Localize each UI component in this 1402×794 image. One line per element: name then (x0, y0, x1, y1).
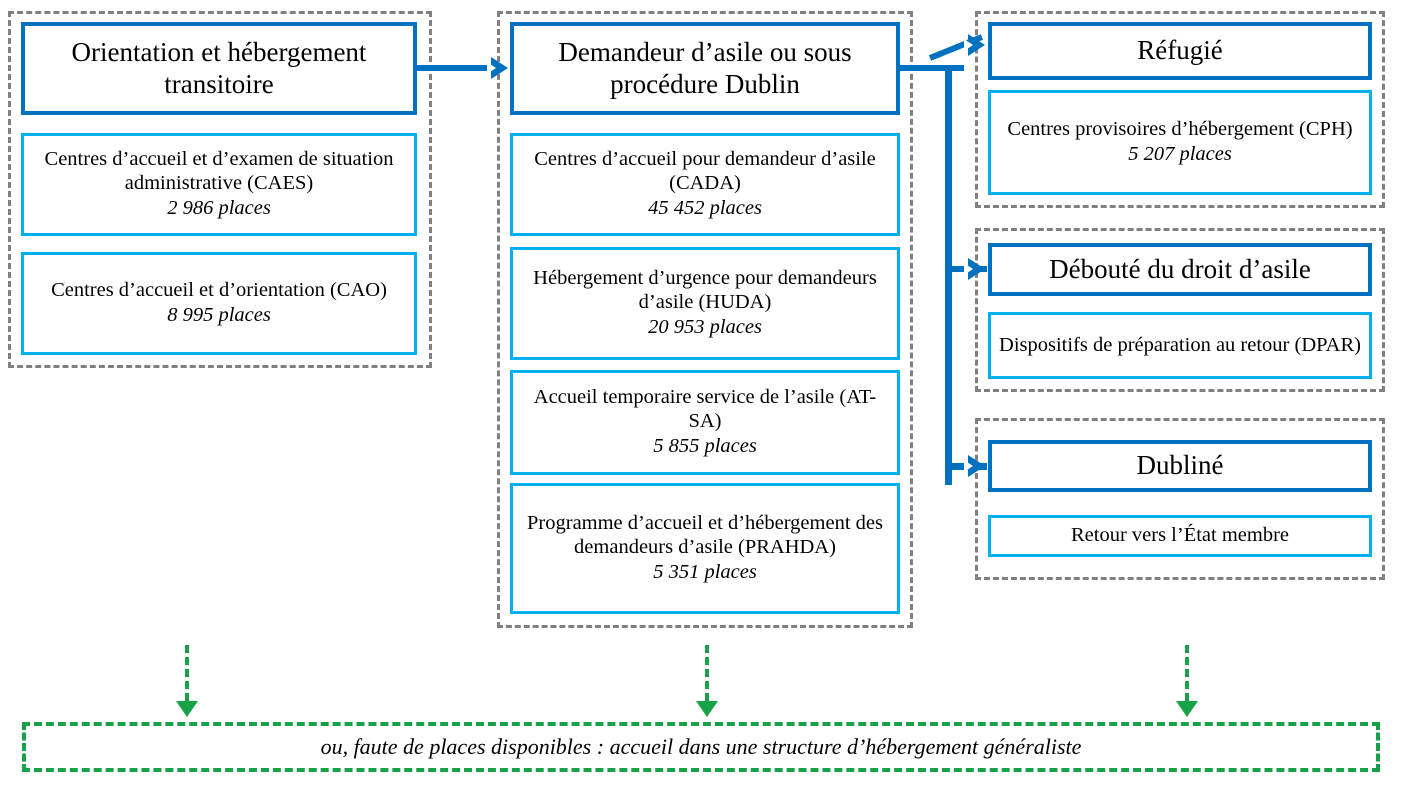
sub-box-prahda-places: 5 351 places (653, 560, 757, 583)
connector-orientation-to-demandeur (417, 65, 495, 71)
header-box-dubline-label: Dubliné (1136, 450, 1224, 481)
green-line-center (705, 645, 709, 701)
green-arrow-right (1176, 701, 1198, 717)
green-line-left (185, 645, 189, 701)
header-box-orientation[interactable]: Orientation et hébergement transitoire (21, 22, 417, 115)
footer-note-box[interactable]: ou, faute de places disponibles : accuei… (22, 722, 1380, 772)
sub-box-caes-places: 2 986 places (167, 196, 271, 219)
sub-box-cao-places: 8 995 places (167, 304, 271, 326)
group-deboute (975, 228, 1385, 392)
group-dubline (975, 418, 1385, 580)
header-box-deboute-label: Débouté du droit d’asile (1049, 253, 1311, 284)
sub-box-cada-label: Centres d’accueil pour demandeur d’asile… (534, 148, 876, 195)
connector-demandeur-stub (900, 65, 964, 71)
sub-box-retour-etat-membre[interactable]: Retour vers l’État membre (988, 515, 1372, 557)
sub-box-atsa-label: Accueil temporaire service de l’asile (A… (533, 386, 877, 433)
sub-box-prahda[interactable]: Programme d’accueil et d’hébergement des… (510, 483, 900, 614)
green-arrow-center (696, 701, 718, 717)
arrownotch-to-deboute (964, 263, 973, 275)
sub-box-cph-places: 5 207 places (1128, 143, 1232, 165)
green-line-right (1185, 645, 1189, 701)
header-box-refugie[interactable]: Réfugié (988, 22, 1372, 80)
group-demandeur (497, 11, 913, 628)
sub-box-dpar-label: Dispositifs de préparation au retour (DP… (999, 333, 1361, 356)
sub-box-cph-label: Centres provisoires d’hébergement (CPH) (1007, 118, 1353, 141)
sub-box-prahda-label: Programme d’accueil et d’hébergement des… (527, 512, 883, 559)
sub-box-cph[interactable]: Centres provisoires d’hébergement (CPH) … (988, 90, 1372, 195)
sub-box-huda-label: Hébergement d’urgence pour demandeurs d’… (533, 267, 877, 314)
sub-box-huda-places: 20 953 places (648, 315, 762, 338)
sub-box-huda[interactable]: Hébergement d’urgence pour demandeurs d’… (510, 247, 900, 360)
sub-box-atsa[interactable]: Accueil temporaire service de l’asile (A… (510, 370, 900, 475)
header-box-dubline[interactable]: Dubliné (988, 440, 1372, 492)
connector-vertical-trunk (945, 65, 952, 485)
header-box-orientation-label: Orientation et hébergement transitoire (71, 37, 367, 99)
sub-box-caes-label: Centres d’accueil et d’examen de situati… (44, 148, 394, 195)
sub-box-cada[interactable]: Centres d’accueil pour demandeur d’asile… (510, 133, 900, 236)
sub-box-cao[interactable]: Centres d’accueil et d’orientation (CAO)… (21, 252, 417, 355)
green-arrow-left (176, 701, 198, 717)
arrownotch-to-demandeur (487, 62, 496, 74)
arrownotch-to-dubline (964, 460, 973, 472)
header-box-deboute[interactable]: Débouté du droit d’asile (988, 243, 1372, 296)
header-box-refugie-label: Réfugié (1137, 35, 1223, 66)
sub-box-caes[interactable]: Centres d’accueil et d’examen de situati… (21, 133, 417, 236)
group-orientation (8, 11, 432, 368)
sub-box-dpar[interactable]: Dispositifs de préparation au retour (DP… (988, 312, 1372, 379)
sub-box-cao-label: Centres d’accueil et d’orientation (CAO) (51, 279, 387, 302)
sub-box-retour-etat-membre-label: Retour vers l’État membre (1070, 524, 1290, 547)
header-box-demandeur-label: Demandeur d’asile ou sous procédure Dubl… (558, 37, 852, 99)
sub-box-atsa-places: 5 855 places (653, 434, 757, 457)
header-box-demandeur[interactable]: Demandeur d’asile ou sous procédure Dubl… (510, 22, 900, 115)
arrownotch-to-refugie (964, 39, 973, 51)
group-refugie (975, 11, 1385, 208)
sub-box-cada-places: 45 452 places (648, 196, 762, 219)
footer-note-label: ou, faute de places disponibles : accuei… (320, 734, 1082, 759)
